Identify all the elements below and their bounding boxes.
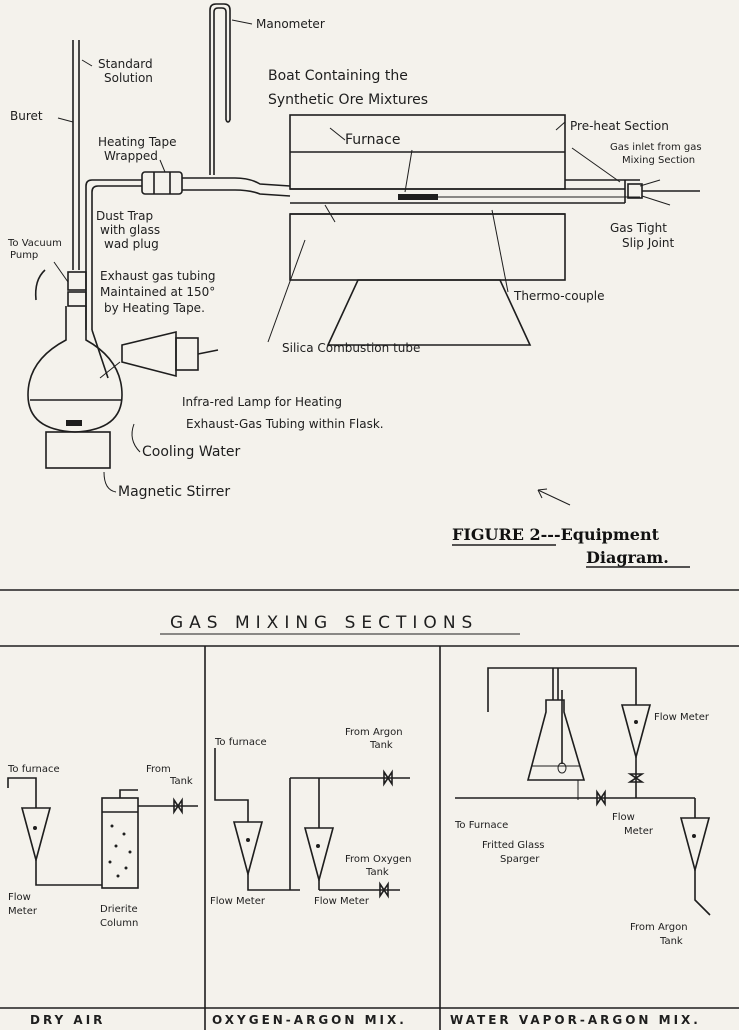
label-dust-trap-1: Dust Trap [96, 209, 153, 223]
figure-title-line2: Diagram. [586, 548, 669, 567]
wv-fritted-1: Fritted Glass [482, 840, 545, 851]
label-lamp-1: Infra-red Lamp for Heating [182, 395, 342, 409]
label-gastight-1: Gas Tight [610, 221, 667, 235]
wv-from-argon-1: From Argon [630, 922, 688, 933]
label-exhaust-2: Maintained at 150° [100, 285, 215, 299]
exhaust-tubing [85, 179, 142, 379]
label-gas-inlet-2: Mixing Section [622, 155, 695, 166]
dry-air-footer: DRY AIR [30, 1013, 105, 1027]
ox-footer: OXYGEN-ARGON MIX. [212, 1013, 407, 1027]
dry-air-drierite-1: Drierite [100, 904, 138, 915]
infrared-lamp [99, 330, 219, 379]
label-dust-trap-3: wad plug [104, 237, 159, 251]
dust-trap [141, 159, 183, 195]
wv-flow-meter-top: Flow Meter [654, 712, 710, 723]
manometer [209, 3, 253, 175]
ox-from-oxygen-1: From Oxygen [345, 854, 412, 865]
wv-to-furnace: To Furnace [454, 820, 508, 831]
label-silica: Silica Combustion tube [282, 341, 420, 355]
label-stirrer: Magnetic Stirrer [118, 484, 230, 500]
label-buret: Buret [10, 109, 43, 123]
figure-title: FIGURE 2---Equipment [452, 525, 660, 544]
label-exhaust-1: Exhaust gas tubing [100, 269, 216, 283]
label-dust-trap-2: with glass [100, 223, 160, 237]
combustion-tube-top [182, 177, 291, 197]
dry-air-panel: To furnace From Tank Flow Meter Drierite… [7, 764, 198, 1027]
label-thermocouple: Thermo-couple [513, 289, 605, 303]
label-cooling: Cooling Water [142, 444, 241, 460]
dry-air-flow-2: Meter [8, 906, 38, 917]
dry-air-from-tank-1: From [146, 764, 171, 775]
wv-from-argon-2: Tank [659, 936, 683, 947]
buret [57, 40, 93, 270]
label-manometer: Manometer [256, 17, 325, 31]
label-preheat: Pre-heat Section [570, 119, 669, 133]
label-standard-solution-2: Solution [104, 71, 153, 85]
ox-flow-meter-b: Flow Meter [314, 896, 370, 907]
gas-mixing-title: GAS MIXING SECTIONS [170, 613, 478, 633]
label-gas-inlet-1: Gas inlet from gas [610, 142, 702, 153]
label-vacuum-2: Pump [10, 250, 38, 261]
wv-fritted-2: Sparger [500, 854, 540, 865]
wv-footer: WATER VAPOR-ARGON MIX. [450, 1013, 701, 1027]
label-lamp-2: Exhaust-Gas Tubing within Flask. [186, 417, 384, 431]
oxygen-argon-panel: To furnace From Argon Tank From Oxygen T… [210, 727, 412, 1027]
wv-flow-1: Flow [612, 812, 635, 823]
furnace-stand [326, 279, 532, 346]
wv-flow-2: Meter [624, 826, 654, 837]
ox-flow-meter-a: Flow Meter [210, 896, 266, 907]
water-vapor-panel: Flow Meter To Furnace Fritted Glass Spar… [450, 667, 711, 1027]
dry-air-drierite-2: Column [100, 918, 138, 929]
label-boat-1: Boat Containing the [268, 68, 408, 84]
label-furnace: Furnace [345, 132, 400, 148]
ox-from-oxygen-2: Tank [365, 867, 389, 878]
dry-air-flow-1: Flow [8, 892, 31, 903]
label-gastight-2: Slip Joint [622, 236, 675, 250]
label-vacuum-1: To Vacuum [7, 238, 62, 249]
dry-air-to-furnace: To furnace [7, 764, 60, 775]
label-boat-2: Synthetic Ore Mixtures [268, 92, 428, 108]
ox-to-furnace: To furnace [214, 737, 267, 748]
stirrer-base [45, 431, 111, 469]
ox-from-argon-2: Tank [369, 740, 393, 751]
label-heating-tape-2: Wrapped [104, 149, 158, 163]
label-exhaust-3: by Heating Tape. [104, 301, 205, 315]
furnace [267, 114, 700, 343]
label-heating-tape-1: Heating Tape [98, 135, 177, 149]
ox-from-argon-1: From Argon [345, 727, 403, 738]
dry-air-from-tank-2: Tank [169, 776, 193, 787]
label-standard-solution-1: Standard [98, 57, 153, 71]
